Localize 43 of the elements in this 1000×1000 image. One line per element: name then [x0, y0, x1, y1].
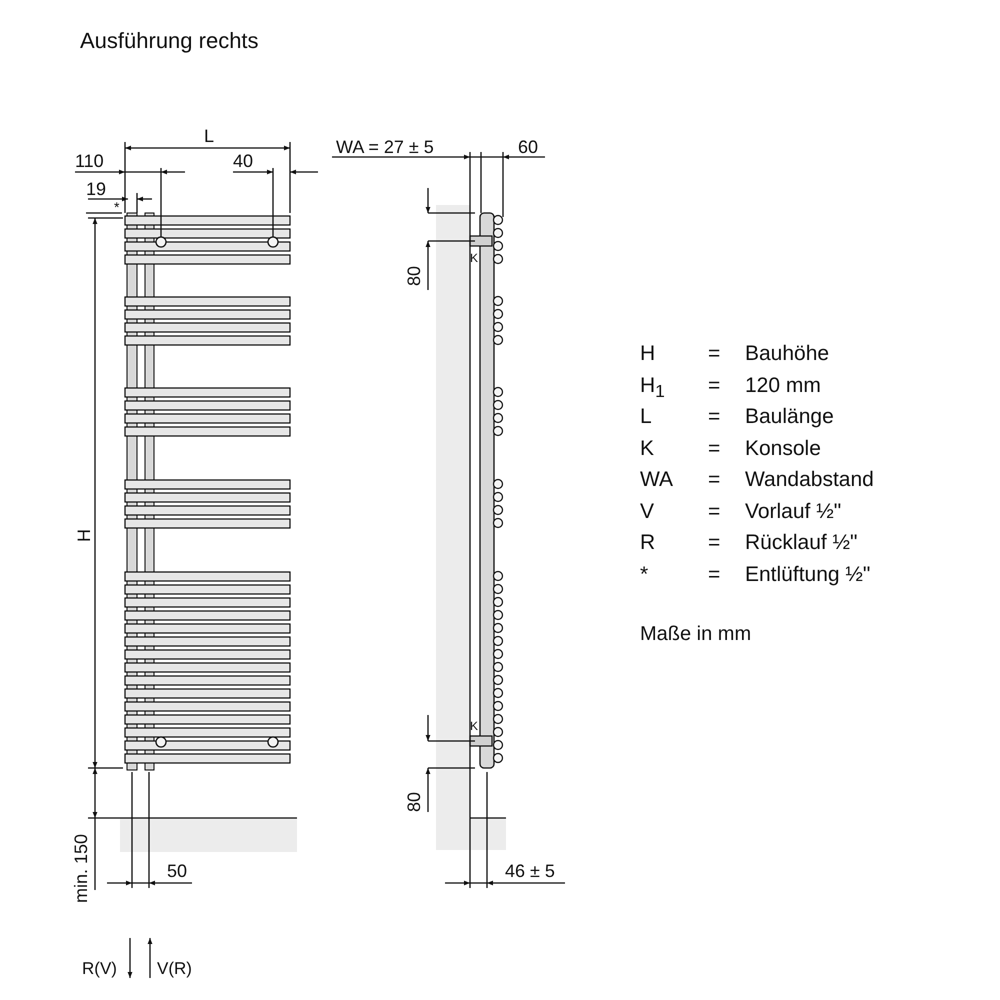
equals-sign: =	[708, 564, 720, 584]
equals-sign: =	[708, 406, 720, 427]
equals-sign: =	[708, 532, 720, 553]
note-text: Maße in mm	[640, 624, 752, 644]
legend-term: Konsole	[745, 438, 821, 458]
legend-term: 120 mm	[745, 374, 821, 396]
equals-sign: =	[708, 374, 720, 396]
legend-term: Wandabstand	[745, 469, 874, 490]
equals-sign: =	[708, 500, 720, 522]
view-title: Ausführung rechts	[80, 30, 259, 52]
legend-symbol: L	[640, 406, 652, 427]
equals-sign: =	[708, 438, 720, 458]
dimension-value: 80	[405, 266, 423, 286]
console-mark: K	[470, 252, 478, 264]
legend-term: Baulänge	[745, 406, 834, 427]
dimension-value: WA = 27 ± 5	[336, 138, 434, 156]
legend-symbol: H	[640, 343, 656, 364]
dimension-value: 110	[75, 152, 104, 170]
console-mark: K	[470, 720, 478, 732]
dimension-label: H	[75, 529, 93, 542]
dimension-value: min. 150	[72, 834, 90, 903]
dimension-value: 50	[167, 862, 188, 880]
legend-symbol: R	[640, 532, 656, 553]
dimension-label: L	[204, 127, 214, 145]
legend-term: Entlüftung ½"	[745, 564, 870, 584]
dimension-value: 60	[518, 138, 538, 156]
dimension-value: 19	[86, 180, 106, 198]
legend-symbol: V	[640, 500, 654, 522]
dimension-value: 80	[405, 792, 423, 812]
legend-symbol: *	[640, 564, 648, 584]
vent-mark: *	[114, 200, 120, 214]
flow-label: V(R)	[157, 960, 192, 977]
legend-symbol: K	[640, 438, 654, 458]
equals-sign: =	[708, 469, 720, 490]
legend-term: Vorlauf ½"	[745, 500, 842, 522]
legend-term: Bauhöhe	[745, 343, 830, 364]
legend-symbol: H$_{1}$	[640, 374, 665, 400]
flow-label: R(V)	[82, 960, 117, 977]
equals-sign: =	[708, 343, 720, 364]
dimension-value: 40	[233, 152, 254, 170]
legend-symbol: WA	[640, 469, 674, 490]
legend-term: Rücklauf ½"	[745, 532, 858, 553]
dimension-value: 46 ± 5	[505, 862, 555, 880]
